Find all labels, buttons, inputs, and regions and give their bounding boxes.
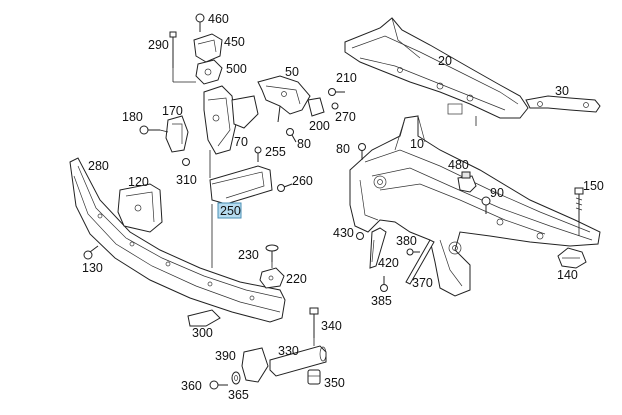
label-310: 310 <box>176 173 197 187</box>
part-140-clip <box>557 247 587 269</box>
part-170-bracket <box>165 115 189 153</box>
part-150-bolt <box>574 187 584 222</box>
label-130: 130 <box>82 261 103 275</box>
label-290: 290 <box>148 38 169 52</box>
label-50: 50 <box>285 65 299 79</box>
part-50-bracket <box>257 75 311 123</box>
label-10: 10 <box>410 137 424 151</box>
label-260: 260 <box>292 174 313 188</box>
label-230: 230 <box>238 248 259 262</box>
part-370-rod <box>405 239 435 285</box>
label-500: 500 <box>226 62 247 76</box>
label-370: 370 <box>412 276 433 290</box>
part-500-mount <box>195 59 223 85</box>
part-230-screw <box>265 244 279 262</box>
part-430-screw <box>356 232 364 240</box>
label-20: 20 <box>438 54 452 68</box>
part-70-side-bracket <box>203 85 259 155</box>
part-385-screw <box>380 276 388 292</box>
label-80-left: 80 <box>297 137 311 151</box>
part-90-screw <box>481 196 491 214</box>
label-450: 450 <box>224 35 245 49</box>
part-340-bolt <box>309 307 319 338</box>
part-120-bracket <box>117 183 163 233</box>
callout-labels: 460 450 290 500 50 20 30 210 270 200 180… <box>82 12 604 402</box>
part-290-bolt <box>169 31 177 68</box>
label-350: 350 <box>324 376 345 390</box>
highlight-box-250 <box>217 202 242 219</box>
part-270-nut <box>331 102 339 110</box>
part-420-strut <box>369 227 387 269</box>
label-180: 180 <box>122 110 143 124</box>
label-250: 250 <box>220 204 241 218</box>
part-10-front-carrier <box>349 115 601 297</box>
label-140: 140 <box>557 268 578 282</box>
label-380: 380 <box>396 234 417 248</box>
part-80-bolt-left <box>286 128 297 143</box>
part-180-bolt <box>139 125 160 135</box>
part-130-bolt <box>83 245 99 260</box>
label-170: 170 <box>162 104 183 118</box>
label-385: 385 <box>371 294 392 308</box>
label-80-right: 80 <box>336 142 350 156</box>
part-80-bolt-right <box>358 143 366 160</box>
part-20-upper-crossmember <box>344 17 529 119</box>
label-300: 300 <box>192 326 213 340</box>
part-330-tube <box>269 345 327 377</box>
label-270: 270 <box>335 110 356 124</box>
part-255-screw <box>254 146 262 162</box>
label-430: 430 <box>333 226 354 240</box>
label-150: 150 <box>583 179 604 193</box>
part-380-screw <box>406 248 420 256</box>
leader-lines <box>159 68 580 346</box>
label-255: 255 <box>265 145 286 159</box>
label-460: 460 <box>208 12 229 26</box>
label-220: 220 <box>286 272 307 286</box>
part-260-bolt <box>277 183 293 192</box>
part-220-clip <box>259 267 285 289</box>
part-210-screw <box>328 88 345 96</box>
label-420: 420 <box>378 256 399 270</box>
part-200-bracket <box>307 97 325 117</box>
label-390: 390 <box>215 349 236 363</box>
label-90: 90 <box>490 186 504 200</box>
part-360-screw <box>209 380 228 390</box>
part-300-bracket <box>187 309 221 327</box>
part-250-reinforcement <box>209 165 273 205</box>
label-280: 280 <box>88 159 109 173</box>
label-360: 360 <box>181 379 202 393</box>
part-310-nut <box>182 158 190 166</box>
part-460-screw <box>195 13 205 32</box>
label-340: 340 <box>321 319 342 333</box>
label-200: 200 <box>309 119 330 133</box>
label-480: 480 <box>448 158 469 172</box>
label-365: 365 <box>228 388 249 402</box>
label-30: 30 <box>555 84 569 98</box>
label-210: 210 <box>336 71 357 85</box>
part-365-washer <box>231 371 241 385</box>
label-120: 120 <box>128 175 149 189</box>
label-70: 70 <box>234 135 248 149</box>
part-350-bushing <box>307 369 321 385</box>
part-450-mount <box>193 33 223 63</box>
part-390-bracket <box>241 347 269 383</box>
label-330: 330 <box>278 344 299 358</box>
part-480-sensor <box>457 171 477 193</box>
part-30-bracket <box>525 95 601 113</box>
